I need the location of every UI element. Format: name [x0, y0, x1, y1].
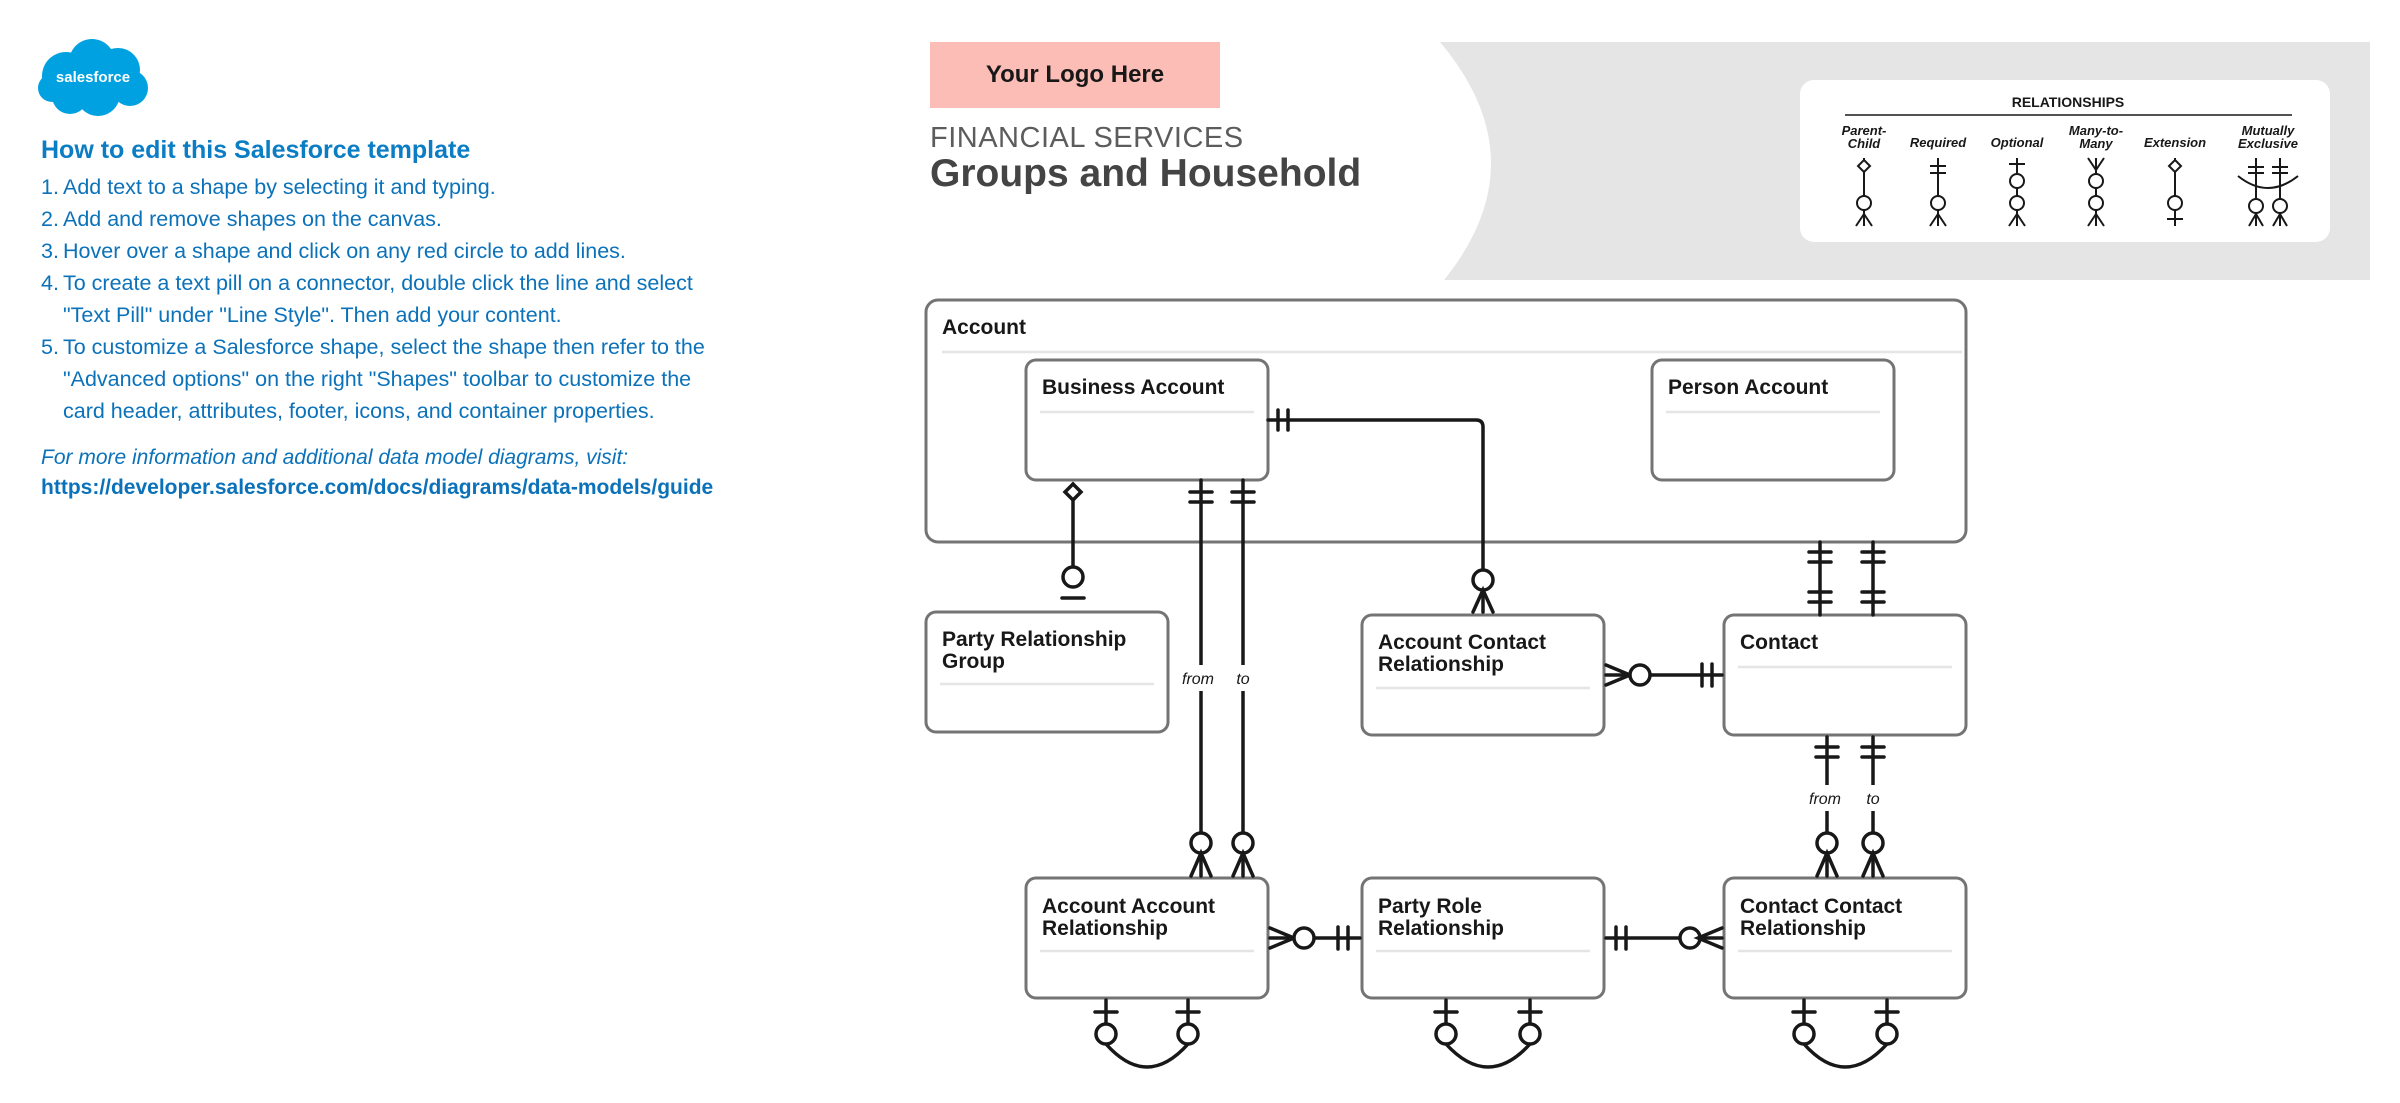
salesforce-logo-text: salesforce [56, 69, 130, 86]
legend-required-icon [1929, 158, 1947, 227]
help-step-number: 2. [41, 207, 59, 231]
legend-required-label: Required [1910, 135, 1967, 150]
legend-mutually-exclusive-label-1: Mutually [2242, 123, 2295, 138]
help-step-text-cont: "Text Pill" under "Line Style". Then add… [63, 303, 562, 327]
contact-title-line1: Contact [1740, 631, 1819, 654]
account-contact-relationship-title-line2: Relationship [1378, 653, 1505, 676]
legend-extension-icon [2167, 158, 2183, 226]
help-step-number: 4. [41, 271, 59, 295]
account-account-relationship-title-line1: Account Account [1042, 895, 1216, 918]
contact-contact-relationship-title: Contact Contact Relationship [1740, 896, 1902, 940]
help-step-text: Add text to a shape by selecting it and … [63, 175, 496, 199]
connector-labels: from to from to [1180, 665, 1886, 811]
page-subtitle: FINANCIAL SERVICES [930, 122, 1244, 154]
legend-parent-child-label-1: Parent- [1842, 123, 1887, 138]
help-more-info: For more information and additional data… [41, 446, 629, 469]
party-relationship-group-title-line2: Group [942, 650, 1005, 673]
help-step-number: 5. [41, 335, 59, 359]
connector-business-account-party-relationship-group[interactable] [1060, 481, 1086, 600]
legend-optional-label: Optional [1991, 135, 2044, 150]
party-relationship-group-title: Party Relationship Group [942, 629, 1126, 673]
help-step-number: 1. [41, 175, 59, 199]
help-heading: How to edit this Salesforce template [41, 136, 471, 164]
legend-many-to-many-icon [2087, 157, 2105, 227]
connector-contact-from[interactable] [1814, 735, 1840, 878]
label-contact-from: from [1809, 791, 1841, 808]
contact-contact-relationship-title-line1: Contact Contact [1740, 895, 1903, 918]
contact-card[interactable] [1722, 613, 1968, 737]
card-header-dividers [940, 410, 1952, 953]
help-step: 5.To customize a Salesforce shape, selec… [41, 331, 781, 427]
help-step-number: 3. [41, 239, 59, 263]
entity-cards [924, 358, 1968, 1000]
person-account-title-line1: Person Account [1668, 376, 1829, 399]
help-step: 2.Add and remove shapes on the canvas. [41, 203, 781, 235]
person-account-title: Person Account [1668, 377, 1828, 399]
party-relationship-group-card[interactable] [924, 610, 1170, 734]
label-account-from: from [1182, 671, 1214, 688]
connector-account-contact[interactable] [1807, 540, 1886, 617]
connector-account-account-party-role[interactable] [1268, 925, 1362, 951]
party-role-relationship-card[interactable] [1360, 876, 1606, 1000]
help-step-text: Hover over a shape and click on any red … [63, 239, 626, 263]
help-step: 1.Add text to a shape by selecting it an… [41, 171, 781, 203]
account-contact-relationship-title: Account Contact Relationship [1378, 632, 1546, 676]
self-loop-party-role-relationship[interactable] [1433, 998, 1543, 1069]
contact-contact-relationship-card[interactable] [1722, 876, 1968, 1000]
help-docs-link[interactable]: https://developer.salesforce.com/docs/di… [41, 476, 714, 499]
legend-title: RELATIONSHIPS [2012, 94, 2125, 110]
legend-parent-child-icon [1855, 158, 1873, 227]
help-step: 4.To create a text pill on a connector, … [41, 267, 781, 331]
account-account-relationship-card[interactable] [1024, 876, 1270, 1000]
legend-mutually-exclusive-icon [2237, 158, 2299, 227]
connector-account-contact-relationship-contact[interactable] [1604, 662, 1724, 688]
connector-party-role-contact-contact[interactable] [1604, 925, 1724, 951]
logo-placeholder[interactable]: Your Logo Here [930, 42, 1220, 108]
legend-extension-label: Extension [2144, 135, 2206, 150]
account-contact-relationship-card[interactable] [1360, 613, 1606, 737]
contact-title: Contact [1740, 632, 1818, 654]
legend-many-to-many-label-1: Many-to- [2069, 123, 2123, 138]
relationships-legend: RELATIONSHIPS Parent- Child Required Opt… [1800, 80, 2330, 242]
legend-parent-child-label-2: Child [1848, 136, 1882, 151]
page-title: Groups and Household [930, 152, 1362, 195]
business-account-title-line1: Business Account [1042, 376, 1225, 399]
account-account-relationship-title: Account Account Relationship [1042, 896, 1215, 940]
salesforce-logo: salesforce [38, 39, 148, 116]
help-step: 3.Hover over a shape and click on any re… [41, 235, 781, 267]
help-step-text-cont: "Advanced options" on the right "Shapes"… [63, 367, 692, 391]
help-step-text: To customize a Salesforce shape, select … [63, 335, 705, 359]
label-contact-to: to [1866, 791, 1879, 808]
legend-mutually-exclusive-label-2: Exclusive [2238, 136, 2298, 151]
account-container-title: Account [942, 316, 1026, 339]
help-step-text-cont: card header, attributes, footer, icons, … [63, 399, 655, 423]
help-steps: 1.Add text to a shape by selecting it an… [41, 171, 781, 427]
party-relationship-group-title-line1: Party Relationship [942, 628, 1127, 651]
help-step-text: Add and remove shapes on the canvas. [63, 207, 442, 231]
connector-business-account-account-contact-relationship[interactable] [1266, 408, 1495, 614]
legend-optional-icon [2008, 158, 2026, 227]
business-account-title: Business Account [1042, 377, 1224, 399]
person-account-card[interactable] [1650, 358, 1896, 482]
account-contact-relationship-title-line1: Account Contact [1378, 631, 1546, 654]
party-role-relationship-title: Party Role Relationship [1378, 896, 1504, 940]
self-loop-contact-contact-relationship[interactable] [1791, 998, 1900, 1069]
legend-many-to-many-label-2: Many [2079, 136, 2113, 151]
self-loop-account-account-relationship[interactable] [1093, 998, 1201, 1069]
account-account-relationship-title-line2: Relationship [1042, 917, 1169, 940]
party-role-relationship-title-line2: Relationship [1378, 917, 1505, 940]
contact-contact-relationship-title-line2: Relationship [1740, 917, 1867, 940]
help-step-text: To create a text pill on a connector, do… [63, 271, 693, 295]
label-account-to: to [1236, 671, 1249, 688]
party-role-relationship-title-line1: Party Role [1378, 895, 1482, 918]
help-panel: How to edit this Salesforce template 1.A… [41, 136, 781, 503]
